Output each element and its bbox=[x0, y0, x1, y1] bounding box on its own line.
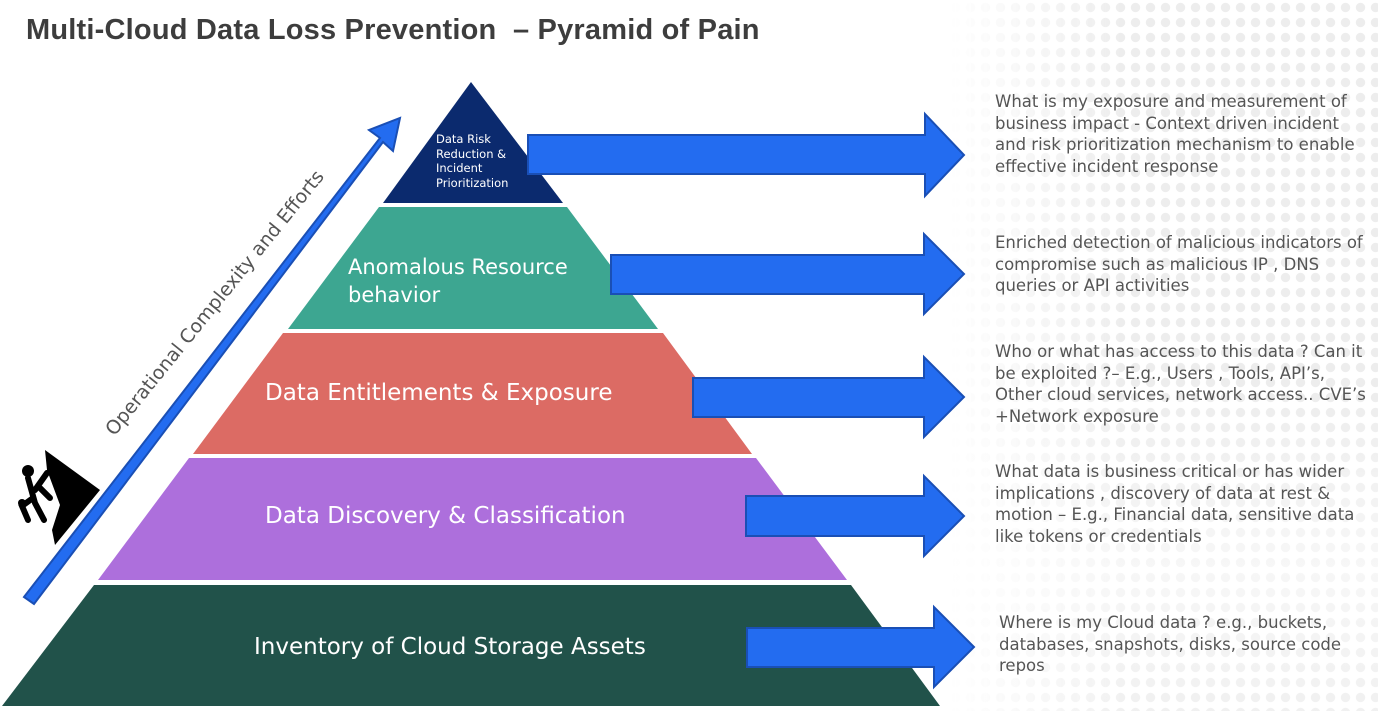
arrow-tier-2 bbox=[610, 231, 966, 317]
arrow-tier-5 bbox=[746, 604, 976, 690]
arrow-tier-3 bbox=[692, 354, 966, 440]
arrow-tier-1 bbox=[527, 111, 966, 199]
climber-icon bbox=[18, 450, 100, 545]
tier-3-description: Who or what has access to this data ? Ca… bbox=[995, 342, 1366, 426]
pyramid-tier-1 bbox=[383, 82, 563, 203]
tier-2-label: Anomalous Resource behavior bbox=[348, 255, 568, 307]
tier-1-label: Data Risk Reduction & Incident Prioritiz… bbox=[436, 132, 509, 190]
axis-arrow bbox=[22, 116, 402, 606]
tier-5-label: Inventory of Cloud Storage Assets bbox=[254, 634, 646, 660]
tier-3-label: Data Entitlements & Exposure bbox=[265, 380, 613, 406]
tier-2-description: Enriched detection of malicious indicato… bbox=[995, 233, 1363, 295]
dotted-background-fade bbox=[948, 0, 1378, 711]
pyramid-tier-2 bbox=[288, 207, 658, 329]
tier-4-label: Data Discovery & Classification bbox=[265, 503, 626, 529]
tier-4-description: What data is business critical or has wi… bbox=[995, 462, 1355, 546]
arrow-tier-4 bbox=[745, 473, 966, 559]
pyramid-tier-5 bbox=[2, 585, 940, 706]
tier-5-description: Where is my Cloud data ? e.g., buckets, … bbox=[999, 613, 1342, 675]
pyramid-tier-4 bbox=[98, 458, 847, 580]
tier-1-description: What is my exposure and measurement of b… bbox=[995, 92, 1355, 176]
pyramid-tier-3 bbox=[193, 333, 752, 454]
page-title: Multi-Cloud Data Loss Prevention – Pyram… bbox=[26, 14, 760, 46]
